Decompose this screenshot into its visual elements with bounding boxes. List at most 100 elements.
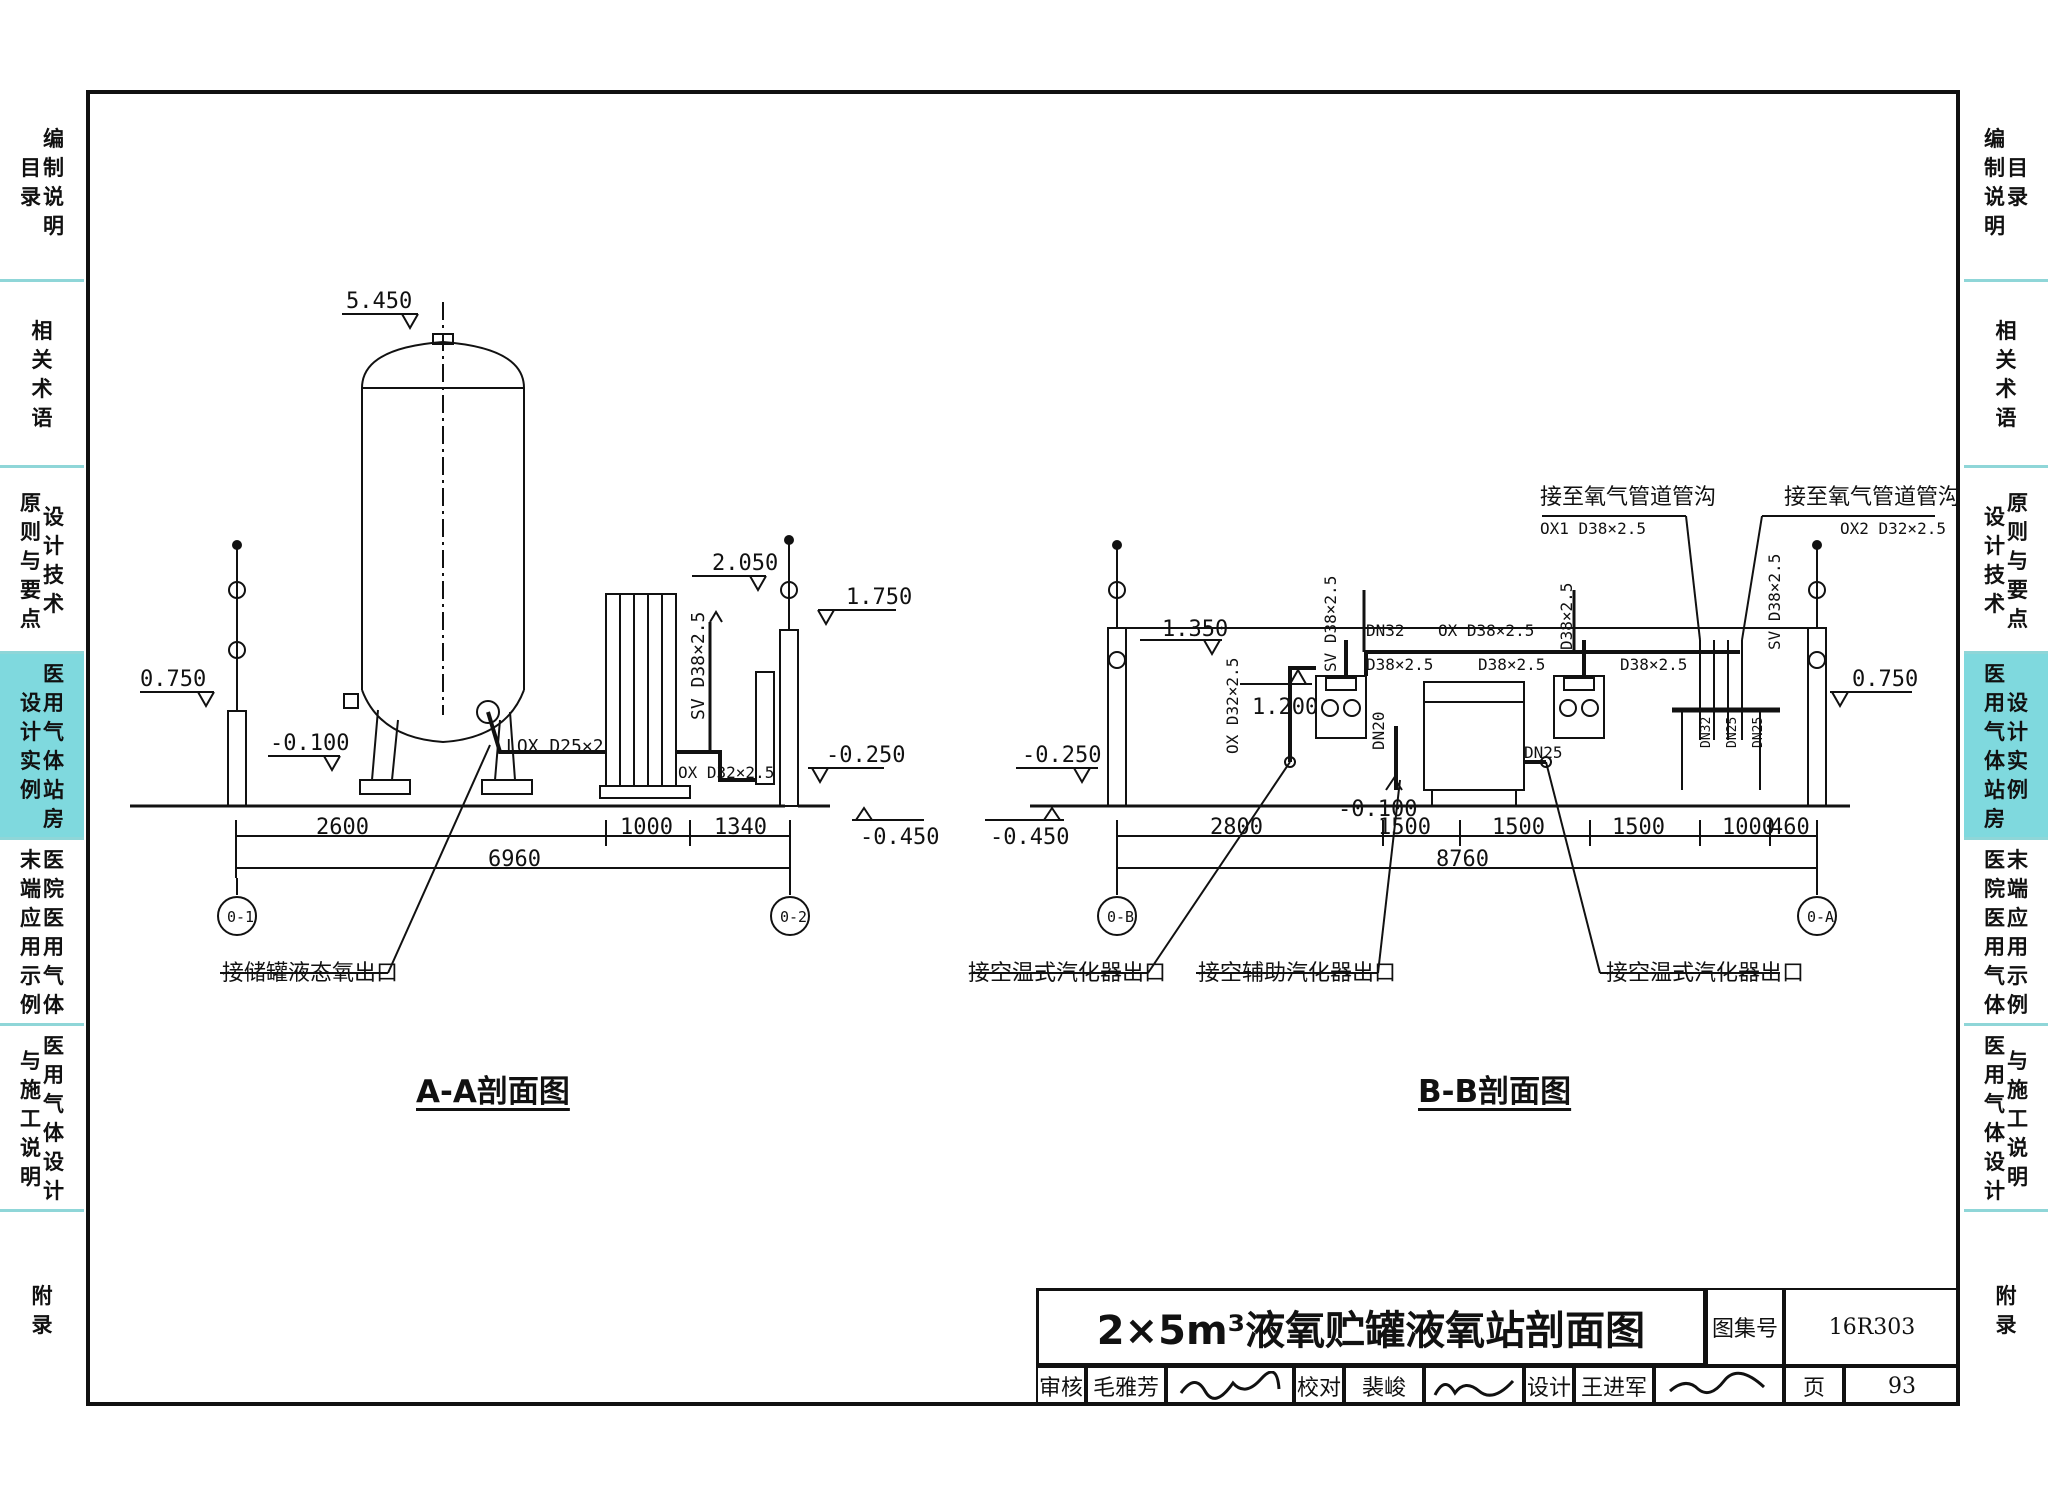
drawing-label: 1500 [1612,815,1665,840]
left-nav-section-3[interactable]: 原则与要点设计技术 [0,468,84,654]
review-label: 审核 [1036,1366,1086,1406]
nav-separator [0,465,84,468]
drawing-frame [86,90,1960,1406]
bb-section-caption: B-B剖面图 [1418,1074,1572,1110]
designer-name: 王进军 [1574,1366,1654,1406]
drawing-label: 1000 [620,815,673,840]
nav-section-label: 设计技术 [1984,505,2005,616]
drawing-label: OX D32×2.5 [678,763,774,782]
bb-pressure-panel-1 [1315,675,1367,739]
aa-elevation-markers [140,313,924,821]
nav-section-label: 与施工说明 [2007,1048,2028,1189]
drawing-label: D38×2.5 [1557,583,1576,650]
atlas-number: 16R303 [1784,1288,1960,1366]
right-nav-section-2[interactable]: 相关术语 [1964,282,2048,468]
bb-valve-mast-right [1808,540,1826,669]
drawing-label: 1500 [1492,815,1545,840]
nav-section-label: 附录 [1995,1284,2017,1337]
drawing-label: DN32 [1699,717,1714,748]
left-nav-section-7[interactable]: 附录 [0,1212,84,1410]
aa-axis-bubble-2 [770,896,810,936]
left-nav-section-5[interactable]: 末端应用示例医院医用气体 [0,840,84,1026]
page-label: 页 [1784,1366,1844,1406]
drawing-label: DN32 [1366,621,1405,640]
drawing-label: 接空温式汽化器出口 [968,961,1166,986]
checker-name: 裴峻 [1344,1366,1424,1406]
drawing-title: 2×5m³液氧贮罐液氧站剖面图 [1036,1288,1706,1366]
nav-section-label: 与施工说明 [20,1048,41,1189]
drawing-label: OX1 D38×2.5 [1540,519,1646,538]
nav-separator [0,279,84,282]
nav-section-label: 附录 [31,1284,53,1337]
nav-separator [1964,837,2048,840]
drawing-label: 接空温式汽化器出口 [1606,961,1804,986]
nav-separator [0,1023,84,1026]
aa-axis-bubble-1 [217,896,257,936]
drawing-label: DN20 [1369,711,1388,750]
drawing-label: 0.750 [140,667,206,692]
title-block: 2×5m³液氧贮罐液氧站剖面图 图集号 16R303 审核 毛雅芳 校对 裴峻 … [1036,1288,1960,1406]
page-number: 93 [1844,1366,1960,1406]
nav-section-label: 设计实例 [2007,691,2028,802]
aa-filter [755,671,775,785]
section-bb [972,515,1935,974]
right-nav-section-1[interactable]: 编制说明目录 [1964,90,2048,276]
nav-section-label: 相关术语 [1995,319,2017,430]
right-nav-section-6[interactable]: 医用气体设计与施工说明 [1964,1026,2048,1212]
nav-section-label: 医用气体设计 [1984,1034,2005,1203]
drawing-label: 0-2 [780,908,807,926]
aa-valve-mast-left [228,540,246,711]
drawing-label: 2.050 [712,551,778,576]
nav-section-label: 相关术语 [31,319,53,430]
drawing-label: D38×2.5 [1478,655,1545,674]
drawing-label: DN25 [1725,717,1740,748]
drawing-label: 1500 [1378,815,1431,840]
left-nav-section-4[interactable]: 设计实例医用气体站房 [0,654,84,840]
left-side-nav: 目录编制说明相关术语原则与要点设计技术设计实例医用气体站房末端应用示例医院医用气… [0,90,84,1410]
designer-signature [1654,1366,1784,1406]
drawing-label: SV D38×2.5 [1765,554,1784,650]
nav-section-label: 设计技术 [43,505,64,616]
drawing-label: D38×2.5 [1366,655,1433,674]
drawing-label: 接至氧气管道管沟 [1540,485,1716,510]
drawing-label: -0.250 [1022,743,1101,768]
nav-separator [1964,465,2048,468]
drawing-label: 1.200 [1252,695,1318,720]
nav-separator [0,837,84,840]
left-nav-section-2[interactable]: 相关术语 [0,282,84,468]
nav-section-label: 医院医用气体 [1984,848,2005,1017]
left-nav-section-6[interactable]: 与施工说明医用气体设计 [0,1026,84,1212]
right-nav-section-3[interactable]: 设计技术原则与要点 [1964,468,2048,654]
aa-dimension-lines [235,820,791,895]
drawing-label: LOX D25×2 [506,736,604,757]
aa-left-wall [227,710,247,807]
drawing-label: -0.100 [1338,797,1417,822]
atlas-label: 图集号 [1706,1288,1784,1366]
drawing-label: OX D38×2.5 [1438,621,1534,640]
drawing-label: 2600 [316,815,369,840]
bb-elevation-markers [985,639,1912,821]
right-nav-section-5[interactable]: 医院医用气体末端应用示例 [1964,840,2048,1026]
drawing-label: 0-B [1107,908,1134,926]
nav-section-label: 医院医用气体 [43,848,64,1017]
right-nav-section-4[interactable]: 医用气体站房设计实例 [1964,654,2048,840]
nav-separator [1964,1209,2048,1212]
drawing-label: 1000 [1722,815,1775,840]
drawing-label: DN25 [1524,743,1563,762]
drawing-label: -0.450 [860,825,939,850]
nav-section-label: 目录 [20,156,41,209]
aa-outlet-leader [387,744,491,974]
nav-section-label: 医用气体站房 [43,662,64,831]
drawing-label: SV D38×2.5 [688,612,709,720]
drawing-label: 2800 [1210,815,1263,840]
nav-section-label: 编制说明 [43,127,64,238]
nav-section-label: 医用气体设计 [43,1034,64,1203]
nav-separator [1964,1023,2048,1026]
nav-section-label: 编制说明 [1984,127,2005,238]
right-nav-section-7[interactable]: 附录 [1964,1212,2048,1410]
drawing-label: 0-A [1807,908,1834,926]
drawing-label: 0-1 [227,908,254,926]
nav-section-label: 设计实例 [20,691,41,802]
left-nav-section-1[interactable]: 目录编制说明 [0,90,84,276]
nav-section-label: 原则与要点 [2007,490,2028,631]
